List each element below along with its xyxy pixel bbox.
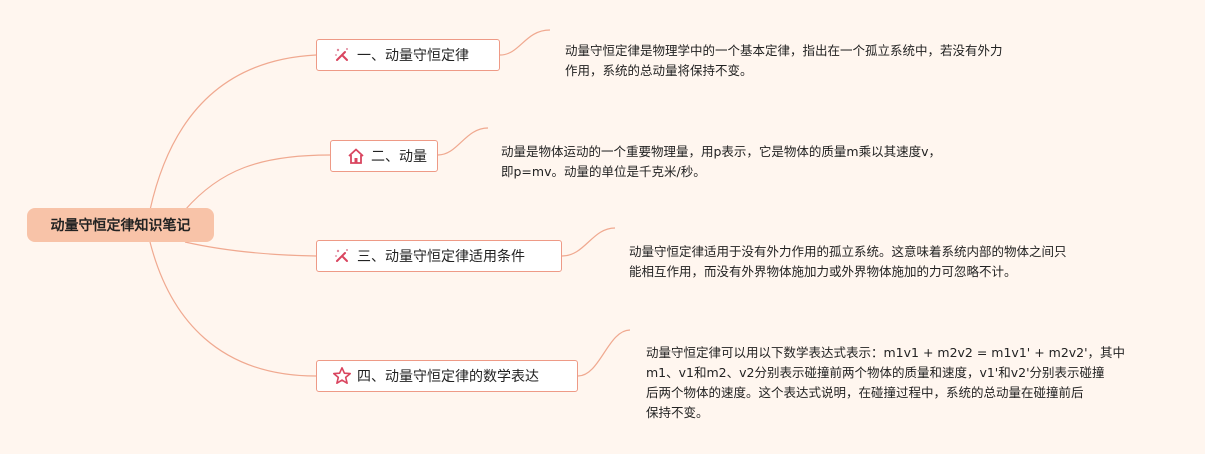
note-line: 即p=mv。动量的单位是千克米/秒。 (501, 164, 706, 179)
branch-line-4 (149, 241, 317, 377)
note-line-1 (499, 29, 551, 56)
topic-3[interactable]: 三、动量守恒定律适用条件 (316, 240, 562, 272)
magic-wand-icon (331, 44, 353, 66)
note-line: 保持不变。 (646, 405, 709, 420)
topic-2[interactable]: 二、动量 (330, 140, 438, 172)
note-line-2 (437, 127, 489, 156)
topic-4-note: 动量守恒定律可以用以下数学表达式表示：m1v1 + m2v2 = m1v1' +… (646, 343, 1156, 423)
topic-1-note: 动量守恒定律是物理学中的一个基本定律，指出在一个孤立系统中，若没有外力 作用，系… (565, 41, 1085, 81)
note-line: 动量守恒定律可以用以下数学表达式表示：m1v1 + m2v2 = m1v1' +… (646, 345, 1126, 360)
branch-line-3 (184, 241, 317, 257)
topic-4-label: 四、动量守恒定律的数学表达 (357, 369, 539, 385)
topic-3-label: 三、动量守恒定律适用条件 (357, 249, 525, 265)
star-icon (331, 365, 353, 387)
root-topic[interactable]: 动量守恒定律知识笔记 (27, 208, 214, 242)
topic-3-note: 动量守恒定律适用于没有外力作用的孤立系统。这意味着系统内部的物体之间只 能相互作… (629, 242, 1149, 282)
note-line-4 (577, 329, 631, 377)
topic-2-note: 动量是物体运动的一个重要物理量，用p表示，它是物体的质量m乘以其速度v， 即p=… (501, 142, 1021, 182)
topic-2-label: 二、动量 (371, 149, 427, 165)
root-label: 动量守恒定律知识笔记 (50, 218, 191, 234)
note-line: 作用，系统的总动量将保持不变。 (565, 63, 753, 78)
branch-line-2 (184, 154, 331, 211)
note-line-3 (561, 227, 616, 257)
magic-wand-icon (331, 245, 353, 267)
topic-4[interactable]: 四、动量守恒定律的数学表达 (316, 360, 578, 392)
note-line: 能相互作用，而没有外界物体施加力或外界物体施加的力可忽略不计。 (629, 264, 1017, 279)
note-line: m1、v1和m2、v2分别表示碰撞前两个物体的质量和速度，v1'和v2'分别表示… (646, 365, 1105, 380)
home-icon (345, 145, 367, 167)
branch-line-1 (149, 54, 317, 211)
note-line: 动量守恒定律适用于没有外力作用的孤立系统。这意味着系统内部的物体之间只 (629, 244, 1067, 259)
note-line: 后两个物体的速度。这个表达式说明，在碰撞过程中，系统的总动量在碰撞前后 (646, 385, 1084, 400)
note-line: 动量守恒定律是物理学中的一个基本定律，指出在一个孤立系统中，若没有外力 (565, 43, 1003, 58)
topic-1[interactable]: 一、动量守恒定律 (316, 39, 500, 71)
topic-1-label: 一、动量守恒定律 (357, 48, 469, 64)
note-line: 动量是物体运动的一个重要物理量，用p表示，它是物体的质量m乘以其速度v， (501, 144, 942, 159)
